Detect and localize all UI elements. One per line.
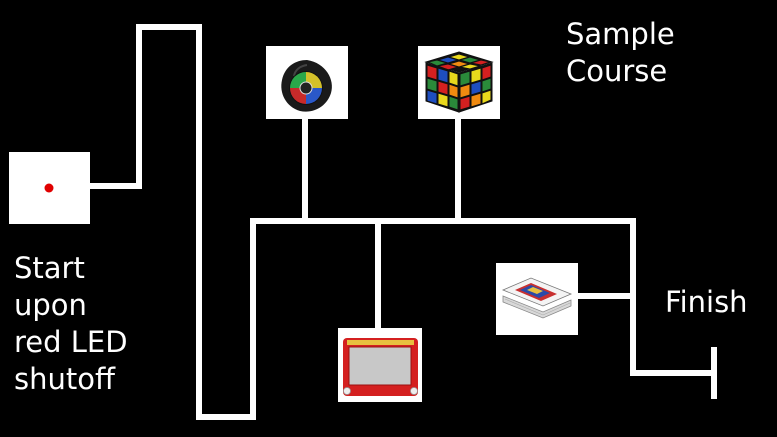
etch-a-sketch-icon [343,338,418,396]
red-led-icon [44,183,54,193]
rubiks-cube-icon [424,51,494,113]
simon-game-icon [281,60,332,112]
start-label-line-3: red LED [14,325,128,359]
finish-label: Finish [665,285,748,319]
etch-a-sketch-node [338,328,422,402]
course-title-line-2: Course [566,54,668,88]
playing-cards-node [496,263,578,335]
course-track [85,24,717,420]
playing-cards-icon [501,277,573,319]
start-label-line-2: upon [14,288,87,322]
start-label-line-1: Start [14,251,85,285]
start-label: Start upon red LED shutoff [14,250,128,398]
simon-game-node [266,46,348,119]
course-title-line-1: Sample [566,17,675,51]
start-label-line-4: shutoff [14,362,115,396]
start-led-box [9,152,90,224]
rubiks-cube-node [418,46,500,119]
course-title: Sample Course [566,16,675,90]
